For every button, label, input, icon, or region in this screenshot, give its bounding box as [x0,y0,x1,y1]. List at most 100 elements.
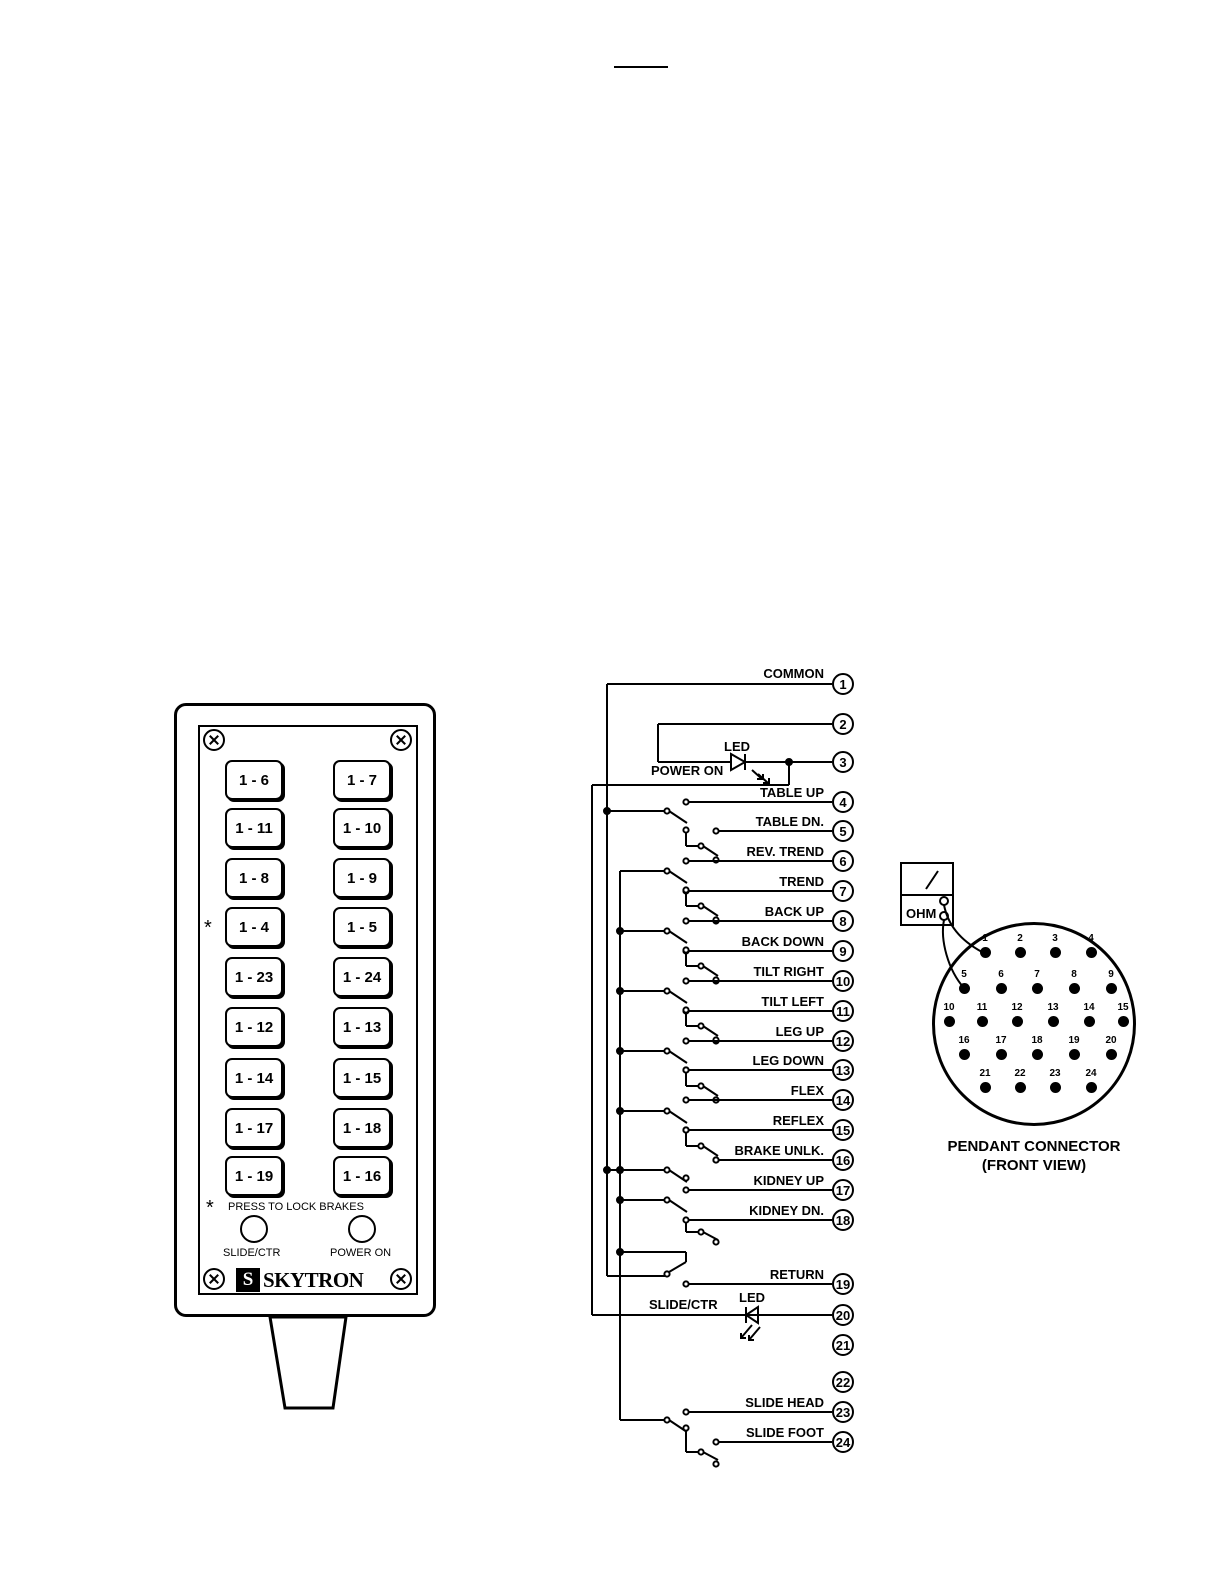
connector-pin [1050,947,1061,958]
pendant-button[interactable]: 1 - 17 [225,1108,283,1148]
wire [668,1110,688,1124]
switch-contact [682,1096,690,1104]
switch-contact [682,1424,690,1432]
function-label-17: KIDNEY UP [753,1173,824,1188]
connector-pin-number: 14 [1083,1002,1095,1013]
logo-text: SKYTRON [263,1267,364,1292]
pendant-button[interactable]: 1 - 4 [225,907,283,947]
pendant-button[interactable]: 1 - 18 [333,1108,391,1148]
terminal-14: 14 [832,1089,854,1111]
terminal-18: 18 [832,1209,854,1231]
connector-pin [1050,1082,1061,1093]
pendant-button[interactable]: 1 - 8 [225,858,283,898]
terminal-16: 16 [832,1149,854,1171]
screw-icon [203,729,225,751]
function-label-8: BACK UP [764,904,824,919]
terminal-4: 4 [832,791,854,813]
switch-contact [682,826,690,834]
connector-pin [1069,1049,1080,1060]
wire [702,965,719,977]
switch-contact [663,867,671,875]
lock-brakes-asterisk-icon: * [204,917,212,939]
pendant-button[interactable]: 1 - 7 [333,760,391,800]
connector-pin [1015,1082,1026,1093]
function-label-12: LEG UP [775,1024,824,1039]
switch-contact [663,807,671,815]
function-label-9: BACK DOWN [741,934,824,949]
function-label-5: TABLE DN. [755,814,824,829]
connector-pin [1032,983,1043,994]
pendant-button[interactable]: 1 - 5 [333,907,391,947]
pendant-button[interactable]: 1 - 24 [333,957,391,997]
pendant-button[interactable]: 1 - 12 [225,1007,283,1047]
connector-pin-number: 21 [979,1068,991,1079]
connector-pin-number: 3 [1052,933,1058,944]
wire [702,1145,719,1157]
connector-pin-number: 4 [1088,933,1094,944]
switch-contact [682,1408,690,1416]
pendant-button[interactable]: 1 - 16 [333,1156,391,1196]
connector-caption-title: PENDANT CONNECTOR [947,1138,1121,1155]
switch-contact [663,1416,671,1424]
switch-contact [712,827,720,835]
wire [668,930,688,944]
connector-pin [959,1049,970,1060]
slide-ctr-button[interactable] [240,1215,268,1243]
page-top-rule [614,66,668,68]
connector-pin [1086,947,1097,958]
connector-pin [1048,1016,1059,1027]
wire [702,905,719,917]
switch-contact [682,946,690,954]
light-ray-icon [757,773,770,784]
terminal-2: 2 [832,713,854,735]
connector-pin [1086,1082,1097,1093]
pendant-button[interactable]: 1 - 23 [225,957,283,997]
switch-contact [712,1438,720,1446]
pendant-button[interactable]: 1 - 15 [333,1058,391,1098]
connector-pin [959,983,970,994]
switch-contact [697,1022,705,1030]
switch-contact [697,842,705,850]
terminal-9: 9 [832,940,854,962]
terminal-22: 22 [832,1371,854,1393]
connector-pin-number: 10 [943,1002,955,1013]
screw-icon [203,1268,225,1290]
function-label-23: SLIDE HEAD [745,1395,824,1410]
switch-contact [663,1270,671,1278]
pendant-button[interactable]: 1 - 11 [225,808,283,848]
connector-pin-number: 9 [1108,969,1114,980]
pendant-connector [932,922,1136,1126]
pendant-button[interactable]: 1 - 13 [333,1007,391,1047]
common-label: COMMON [763,666,824,681]
connector-pin [1118,1016,1129,1027]
function-label-6: REV. TREND [746,844,824,859]
switch-contact [663,1196,671,1204]
meter-needle-icon [925,870,939,890]
switch-contact [682,886,690,894]
logo-mark: S [236,1268,260,1292]
connector-pin-number: 1 [982,933,988,944]
connector-pin-number: 17 [995,1035,1007,1046]
pendant-button[interactable]: 1 - 14 [225,1058,283,1098]
ohm-label: OHM [906,906,937,921]
connector-pin [977,1016,988,1027]
connector-pin [1069,983,1080,994]
pendant-button[interactable]: 1 - 19 [225,1156,283,1196]
pendant-button[interactable]: 1 - 10 [333,808,391,848]
meter-divider [902,894,952,896]
wire [702,1451,719,1461]
function-label-18: KIDNEY DN. [749,1203,824,1218]
connector-pin [1106,1049,1117,1060]
pendant-button[interactable]: 1 - 9 [333,858,391,898]
led-label: LED [724,739,750,754]
led-label: LED [739,1290,765,1305]
connector-pin-number: 11 [976,1002,988,1013]
connector-pin [1015,947,1026,958]
pendant-button[interactable]: 1 - 6 [225,760,283,800]
connector-caption-subtitle: (FRONT VIEW) [981,1157,1087,1174]
power-on-label: POWER ON [651,763,724,778]
switch-contact [663,987,671,995]
switch-contact [682,1066,690,1074]
connector-pin [980,1082,991,1093]
function-label-24: SLIDE FOOT [746,1425,824,1440]
